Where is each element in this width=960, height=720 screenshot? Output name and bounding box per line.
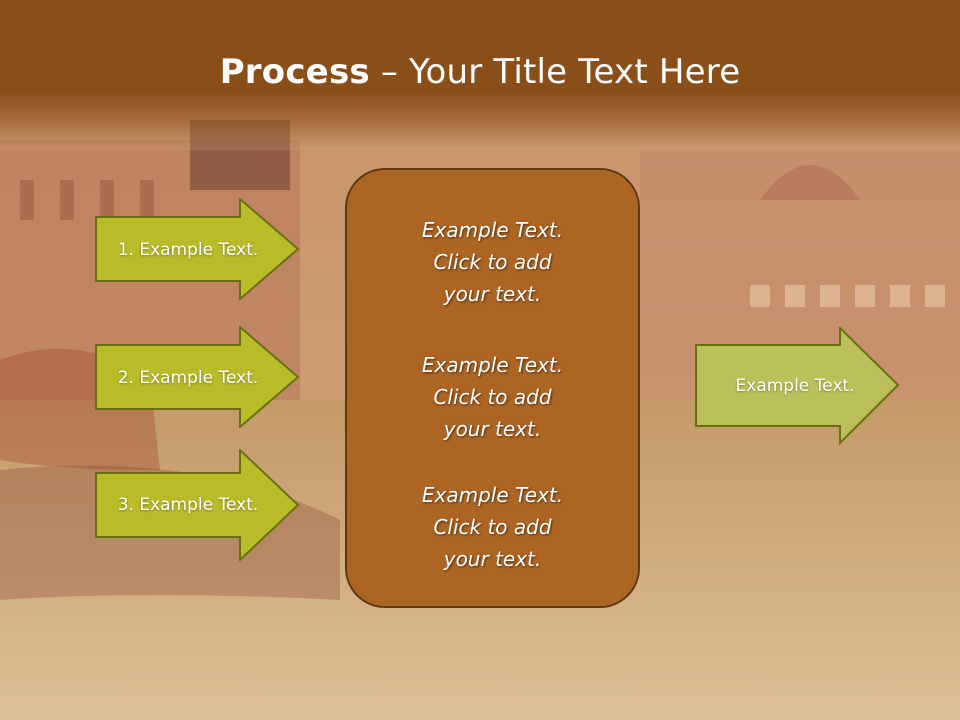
center-paragraph-1-line-2: Click to add bbox=[433, 250, 552, 274]
left-arrow-label-1: 1. Example Text. bbox=[117, 240, 259, 260]
center-paragraph-2-line-2: Click to add bbox=[433, 385, 552, 409]
center-paragraph-3-line-1: Example Text. bbox=[421, 483, 564, 507]
left-arrow-shape-1[interactable] bbox=[95, 198, 300, 300]
slide-title[interactable]: Process – Your Title Text Here bbox=[0, 52, 960, 92]
center-paragraph-3: Example Text. Click to add your text. bbox=[347, 479, 638, 575]
title-bold: Process bbox=[219, 52, 370, 92]
title-rest: – Your Title Text Here bbox=[369, 52, 741, 92]
center-paragraph-1: Example Text. Click to add your text. bbox=[347, 214, 638, 310]
center-paragraph-2: Example Text. Click to add your text. bbox=[347, 349, 638, 445]
right-arrow-shape[interactable] bbox=[695, 327, 900, 445]
center-text-box[interactable]: Example Text. Click to add your text. Ex… bbox=[345, 168, 640, 608]
left-arrow-label-2: 2. Example Text. bbox=[117, 368, 259, 388]
center-paragraph-3-line-2: Click to add bbox=[433, 515, 552, 539]
left-arrow-shape-3[interactable] bbox=[95, 449, 300, 561]
center-paragraph-1-line-1: Example Text. bbox=[421, 218, 564, 242]
left-arrow-label-3: 3. Example Text. bbox=[117, 495, 259, 515]
title-bar bbox=[0, 0, 960, 150]
center-paragraph-1-line-3: your text. bbox=[443, 282, 542, 306]
center-paragraph-3-line-3: your text. bbox=[443, 547, 542, 571]
left-arrow-shape-2[interactable] bbox=[95, 326, 300, 428]
right-arrow-label: Example Text. bbox=[735, 375, 855, 396]
center-paragraph-2-line-3: your text. bbox=[443, 417, 542, 441]
center-paragraph-2-line-1: Example Text. bbox=[421, 353, 564, 377]
